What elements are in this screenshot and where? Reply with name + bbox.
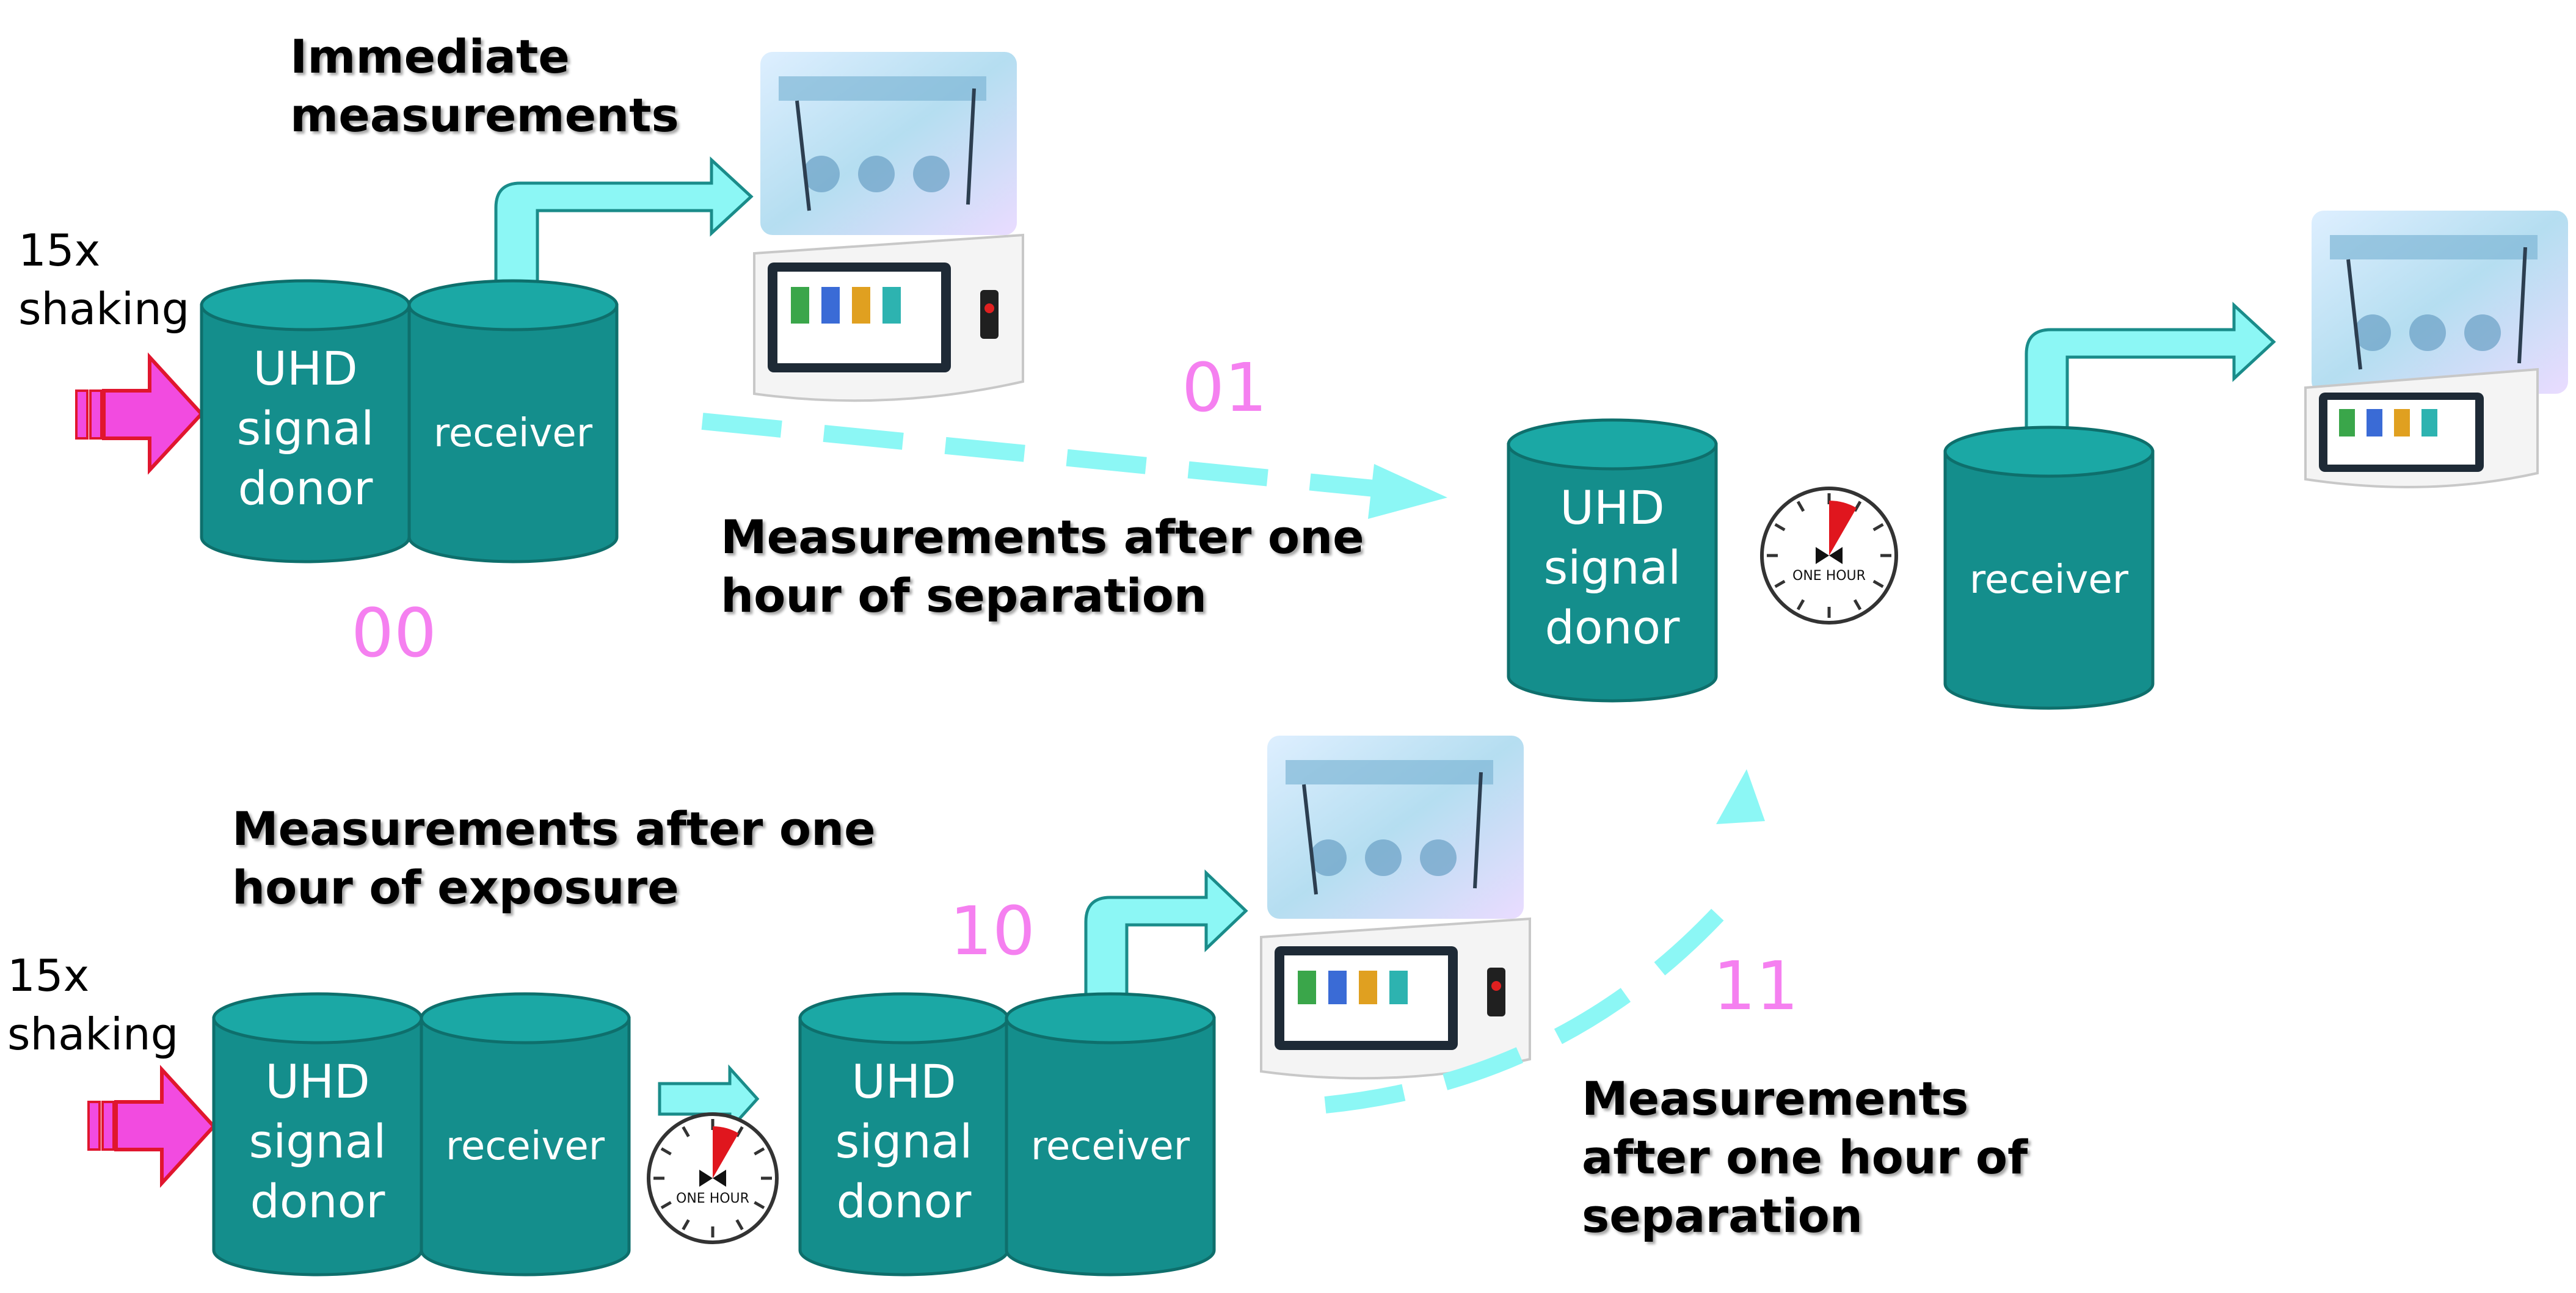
- cylinder-label-receiver: receiver: [1969, 557, 2129, 603]
- cylinder-label-donor: UHD signal donor: [1543, 480, 1681, 654]
- clock-label: ONE HOUR: [676, 1191, 749, 1206]
- dashed-arrow-01: [701, 413, 1447, 519]
- cylinder-label-receiver: receiver: [433, 411, 593, 456]
- cylinder-receiver-exposure: [420, 992, 631, 1277]
- cylinder-label-donor: UHD signal donor: [249, 1054, 387, 1228]
- measurement-arrow-00: [494, 156, 754, 301]
- code-01: 01: [1182, 349, 1267, 427]
- cylinder-receiver-00: [407, 279, 619, 563]
- cylinders-group: [200, 279, 2155, 1277]
- shaking-label-top: 15x shaking: [18, 225, 190, 335]
- code-10: 10: [950, 892, 1035, 970]
- heading-after-separation-bottom: Measurements after one hour of separatio…: [1582, 1071, 2028, 1243]
- measurement-arrow-10: [1084, 869, 1248, 1030]
- cylinder-label-donor: UHD signal donor: [236, 341, 374, 515]
- heading-immediate-measurements: Immediate measurements: [290, 29, 679, 142]
- clocks-group: [647, 487, 1898, 1244]
- cylinder-receiver-10: [1005, 992, 1216, 1277]
- instrument-photo-icon: [1260, 736, 1531, 1080]
- cylinder-donor-01: [1507, 418, 1718, 703]
- cylinder-label-receiver: receiver: [445, 1124, 605, 1169]
- instrument-photo-icon: [2304, 211, 2568, 488]
- measurement-arrow-01: [2025, 302, 2276, 451]
- dashed-arrow-11: [1324, 769, 1765, 1114]
- transfer-arrow: [658, 1064, 760, 1134]
- one-hour-clock-icon: [647, 1112, 779, 1244]
- one-hour-clock-icon: [1760, 487, 1898, 625]
- code-11: 11: [1713, 947, 1799, 1025]
- cylinder-donor-00: [200, 279, 411, 563]
- cylinder-label-donor: UHD signal donor: [835, 1054, 973, 1228]
- code-00: 00: [351, 594, 437, 672]
- shaking-label-bottom: 15x shaking: [7, 950, 179, 1060]
- cylinder-donor-exposure: [212, 992, 423, 1277]
- cylinder-label-receiver: receiver: [1030, 1124, 1190, 1169]
- heading-after-exposure: Measurements after one hour of exposure: [232, 802, 876, 915]
- instrument-photo-icon: [753, 52, 1024, 402]
- heading-after-separation-top: Measurements after one hour of separatio…: [721, 510, 1364, 623]
- cylinder-donor-10: [798, 992, 1010, 1277]
- clock-label: ONE HOUR: [1792, 568, 1866, 584]
- shaking-arrow-top: [75, 352, 205, 475]
- shaking-arrow-bottom: [87, 1065, 217, 1188]
- cylinder-receiver-01: [1943, 426, 2155, 710]
